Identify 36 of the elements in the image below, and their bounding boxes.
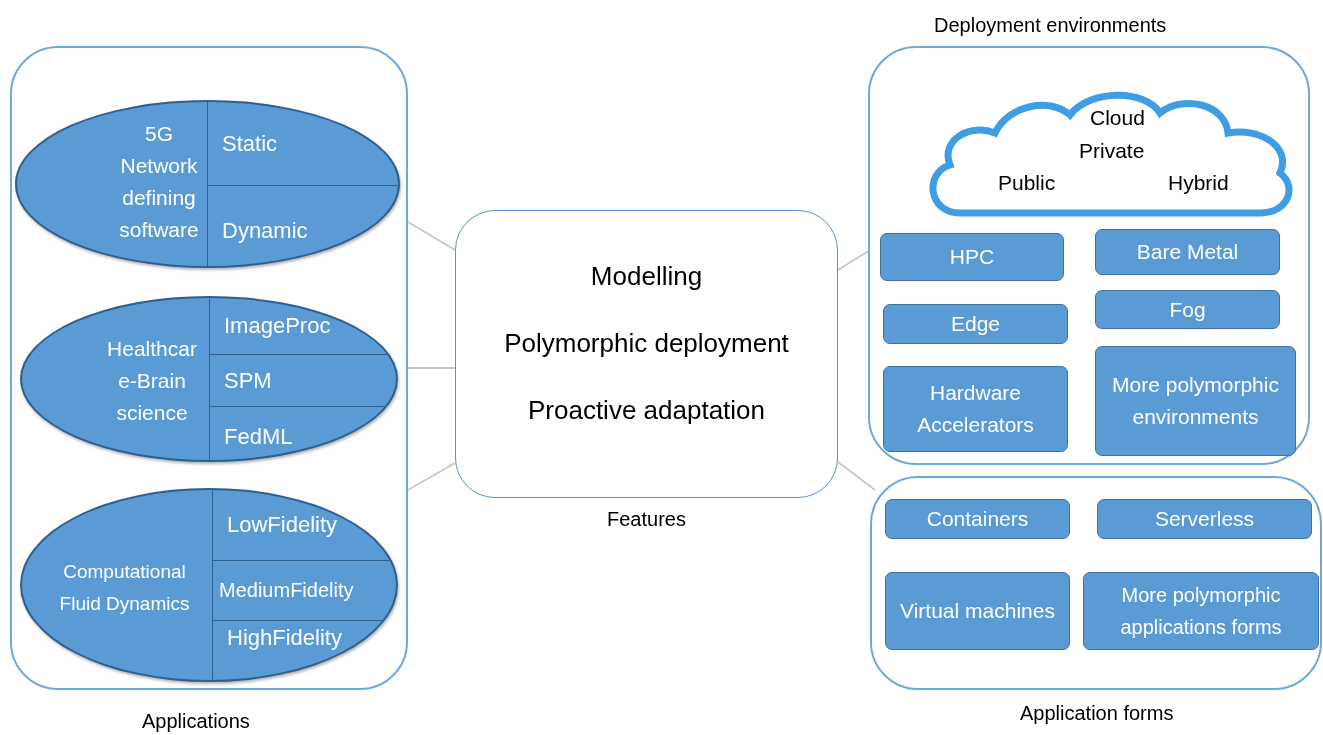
item-box: Edge xyxy=(883,304,1068,344)
sub-category-region: Static xyxy=(207,102,398,185)
feature-text: Proactive adaptation xyxy=(526,395,766,426)
connector-line xyxy=(837,461,876,491)
sub-category-region: MediumFidelity xyxy=(212,560,396,620)
panel-heading: Deployment environments xyxy=(934,14,1167,37)
sub-category-region: HighFidelity xyxy=(212,620,396,680)
item-box: Bare Metal xyxy=(1095,229,1280,275)
item-box: More polymorphic environments xyxy=(1095,346,1296,456)
connector-line xyxy=(407,221,456,251)
feature-text: Modelling xyxy=(589,261,704,292)
item-box: Containers xyxy=(885,499,1070,539)
sub-category-region: ImageProc xyxy=(209,298,396,354)
category-label: Healthcar e-Brain science xyxy=(106,336,198,426)
cloud-label: Private xyxy=(1079,139,1145,163)
connector-line xyxy=(407,462,456,491)
sub-category-region: FedML xyxy=(209,406,396,460)
item-box: Serverless xyxy=(1097,499,1312,539)
item-box: HPC xyxy=(880,233,1064,281)
connector-line xyxy=(407,367,456,369)
item-box: Hardware Accelerators xyxy=(883,366,1068,452)
cloud-label: Public xyxy=(998,171,1056,195)
panel-heading: Applications xyxy=(142,710,250,733)
category-label: Computational Fluid Dynamics xyxy=(58,560,191,616)
cloud-label: Cloud xyxy=(1090,106,1145,130)
category-label: 5G Network defining software xyxy=(118,121,200,243)
sub-category-region: SPM xyxy=(209,354,396,406)
item-box: More polymorphic applications forms xyxy=(1083,572,1319,650)
item-box: Fog xyxy=(1095,290,1280,329)
item-box: Virtual machines xyxy=(885,572,1070,650)
sub-category-region: LowFidelity xyxy=(212,490,396,560)
cloud-label: Hybrid xyxy=(1168,171,1229,195)
panel-heading: Application forms xyxy=(1020,702,1174,725)
feature-text: Polymorphic deployment xyxy=(503,328,790,359)
box-caption: Features xyxy=(606,508,687,531)
sub-category-region: Dynamic xyxy=(207,185,398,266)
